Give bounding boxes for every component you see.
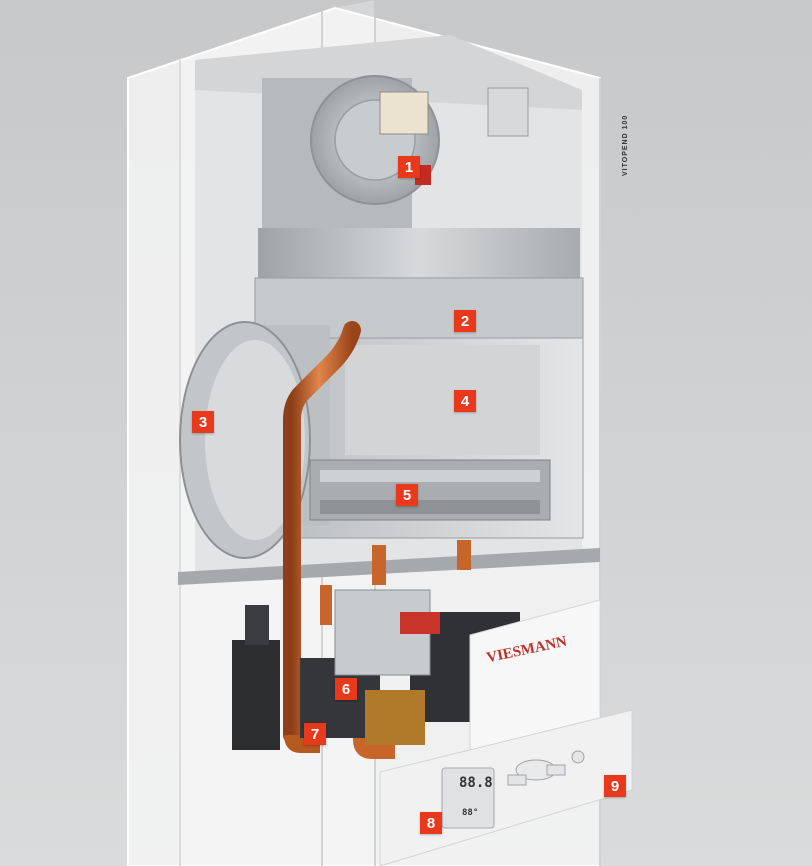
control-panel	[379, 599, 633, 866]
burner	[309, 459, 551, 521]
callout-7: 7	[304, 723, 326, 745]
callout-3: 3	[192, 411, 214, 433]
fan-housing	[262, 75, 529, 228]
callout-5: 5	[396, 484, 418, 506]
pump-assembly	[232, 589, 520, 750]
callout-8: 8	[420, 812, 442, 834]
callout-2: 2	[454, 310, 476, 332]
callout-1: 1	[398, 156, 420, 178]
expansion-vessel	[179, 321, 311, 559]
display-small-readout: 88°	[462, 808, 479, 818]
callout-6: 6	[335, 678, 357, 700]
product-label: VITOPEND 100	[622, 114, 629, 176]
callout-9: 9	[604, 775, 626, 797]
callout-4: 4	[454, 390, 476, 412]
copper-pipes	[283, 321, 471, 759]
display-main-readout: 88.8	[459, 775, 493, 791]
